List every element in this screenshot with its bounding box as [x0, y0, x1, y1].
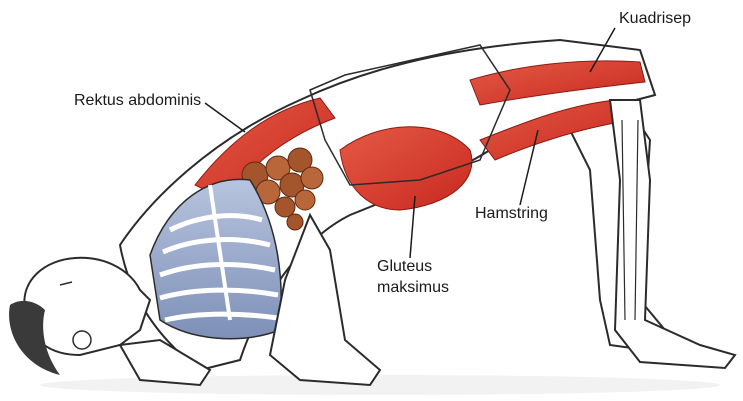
label-maksimus: maksimus	[377, 279, 449, 297]
near-leg	[610, 100, 735, 368]
label-gluteus: Gluteus	[377, 258, 432, 276]
label-kuadrisep: Kuadrisep	[619, 10, 691, 28]
label-rektus-abdominis: Rektus abdominis	[74, 92, 201, 110]
label-hamstring: Hamstring	[475, 205, 548, 223]
